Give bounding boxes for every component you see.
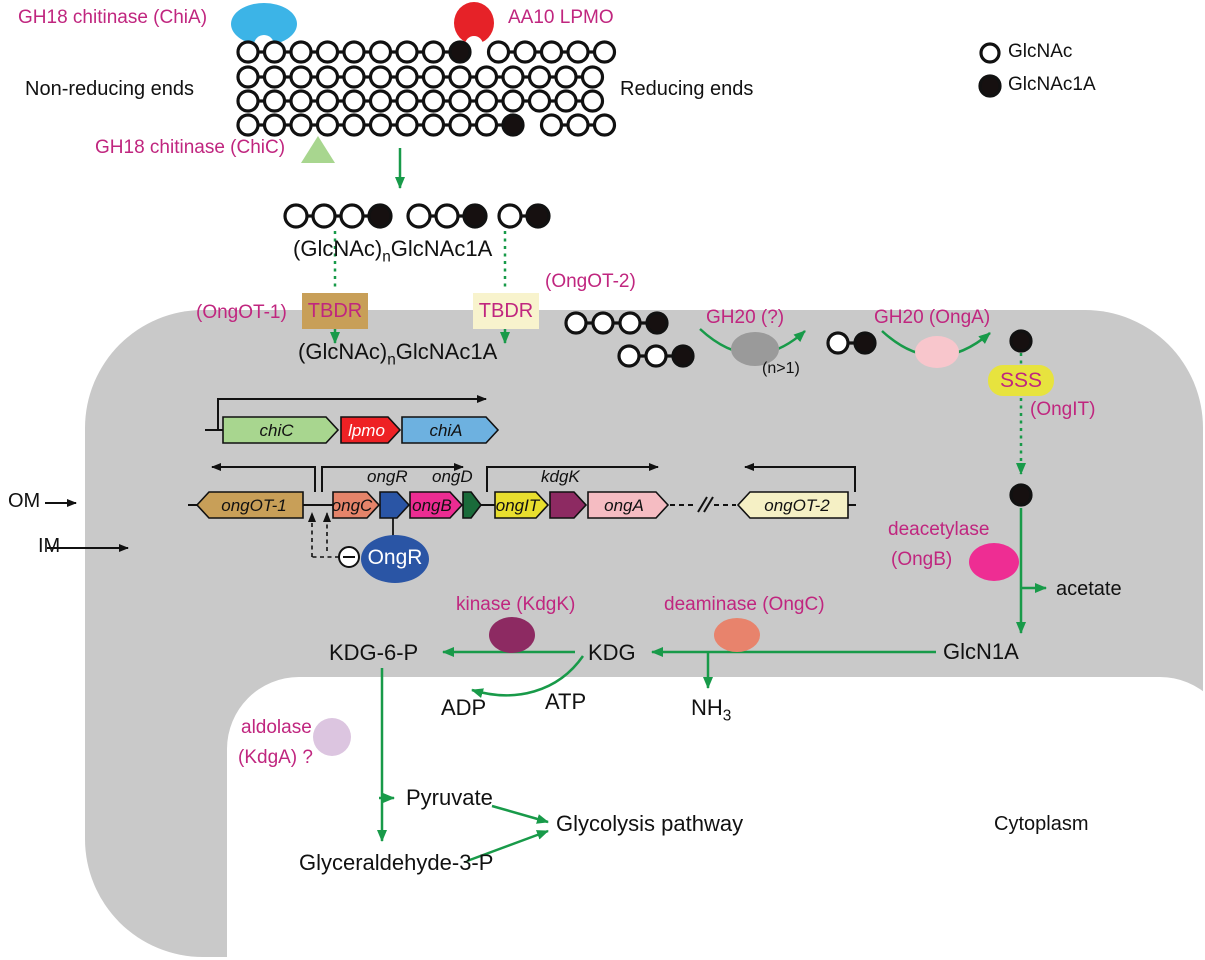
repression-minus-icon [338,546,360,568]
kinase-kdgk-label: kinase (KdgK) [456,594,576,615]
promoter-ong-operon-2 [486,463,659,492]
reducing-ends-label: Reducing ends [620,78,754,100]
gene-label-ongOT-1: ongOT-1 [221,496,287,515]
gene-ongA [587,491,670,519]
gene-label-chiC: chiC [259,421,294,440]
kinase-kdgk-icon [489,617,535,653]
gh18-chic-label: GH18 chitinase (ChiC) [95,137,286,158]
kdg6p-label: KDG-6-P [329,640,419,665]
gh20-unknown-enzyme-icon [731,332,779,366]
gene-ongR [379,491,411,519]
tbdr-ongot2-transporter: TBDR [473,293,539,329]
gene-lpmo [340,416,402,444]
gene-ongOT-2 [736,491,849,519]
chic-enzyme-icon [301,136,335,163]
kdga-label: (KdgA) ? [238,747,313,768]
arrow-atp-to-adp [471,655,585,698]
ongr-repression-arrows [308,512,339,558]
periplasm-4mer [564,311,669,335]
adp-label: ADP [441,695,487,720]
promoter-ongot1 [211,463,316,492]
promoter-ong-operon-1 [321,463,464,492]
ongr-gene-label: ongR [367,467,408,486]
legend-glcnac-icon [979,42,1001,64]
gene-label-ongOT-2: ongOT-2 [764,496,830,515]
chitin-row-3 [236,89,605,113]
legend-glcnac1a-icon [978,74,1002,98]
aldolase-label: aldolase [241,717,312,738]
gh18-chia-label: GH18 chitinase (ChiA) [18,7,208,28]
deaminase-ongc-icon [714,618,760,652]
gh20-onga-label: GH20 (OngA) [874,307,991,328]
cytoplasm-area [227,677,1205,960]
ongot2-label: (OngOT-2) [545,271,636,292]
acetate-label: acetate [1056,578,1122,600]
dna-line-segments [188,429,856,513]
periplasm-2mer [826,331,877,355]
aa10-lpmo-label: AA10 LPMO [508,7,614,28]
gene-label-ongA: ongA [604,496,644,515]
glcnac1a-monomer-cytoplasm [1009,483,1033,507]
arrow-g3p-to-glycolysis [466,829,549,863]
kdgk-gene-label: kdgK [541,467,580,486]
gh20-onga-enzyme-icon [915,336,959,368]
ongr-protein-icon [361,535,429,583]
pyruvate-label: Pyruvate [406,785,493,810]
aldolase-kdga-icon [313,718,351,756]
sugar-chains-layer [236,40,1033,507]
gene-arrows-layer: chiC lpmo chiA ongOT-1 ongC ongB ongIT ongA ongO… [195,416,849,519]
om-label: OM [8,490,41,512]
glcn1a-label: GlcN1A [943,639,1019,664]
gene-label-ongC: ongC [332,496,373,515]
gh20-unknown-label: GH20 (?) [706,307,785,328]
cytoplasm-label: Cytoplasm [994,813,1089,835]
periplasm-oligomer-formula: (GlcNAc)nGlcNAc1A [298,339,498,369]
ongot1-label: (OngOT-1) [196,302,287,323]
nh3-label: NH3 [691,695,732,725]
ongb-label: (OngB) [891,549,953,570]
gene-ongB [409,491,464,519]
ongit-label: (OngIT) [1030,399,1096,420]
legend-glcnac-label: GlcNAc [1008,41,1073,62]
deacetylase-label: deacetylase [888,519,990,540]
oligomer-2mer [497,203,551,229]
promoter-ongot2 [744,463,856,492]
gene-label-chiA: chiA [429,421,462,440]
glyceraldehyde3p-label: Glyceraldehyde-3-P [299,850,494,875]
ongd-gene-label: ongD [432,467,473,486]
gene-label-ongB: ongB [412,496,452,515]
legend-glcnac1a-label: GlcNAc1A [1008,74,1096,95]
deacetylase-ongb-icon [969,543,1019,581]
deaminase-ongc-label: deaminase (OngC) [664,594,825,615]
periplasm-3mer [617,344,695,368]
oligomer-4mer [283,203,393,229]
oligomer-3mer [406,203,488,229]
arrow-pyruvate-to-glycolysis [491,804,549,824]
oligomer-formula: (GlcNAc)nGlcNAc1A [293,236,493,266]
chitin-row-4 [236,113,617,137]
gene-label-ongIT: ongIT [496,496,541,515]
non-reducing-ends-label: Non-reducing ends [25,78,194,100]
glycolysis-pathway-label: Glycolysis pathway [556,811,744,836]
kdg-label: KDG [588,640,636,665]
glcnac1a-monomer-periplasm [1009,329,1033,353]
gene-chiA [401,416,500,444]
promoter-chitinase-operon [217,395,487,431]
gene-ongOT-1 [195,491,304,519]
ongr-protein-label: OngR [367,546,423,569]
gene-chiC [222,416,340,444]
gene-ongC [332,491,381,519]
sss-ongit-transporter: SSS [988,365,1054,396]
chitin-row-2 [236,65,605,89]
tbdr-ongot1-transporter: TBDR [302,293,368,329]
gene-kdgK [549,491,588,519]
gene-ongIT [494,491,550,519]
atp-label: ATP [545,689,587,714]
im-label: IM [38,535,61,557]
gene-label-lpmo: lpmo [348,421,385,440]
gene-ongD [462,491,483,519]
n-gt-1-label: (n>1) [762,360,800,377]
chitin-row-1 [236,40,617,64]
